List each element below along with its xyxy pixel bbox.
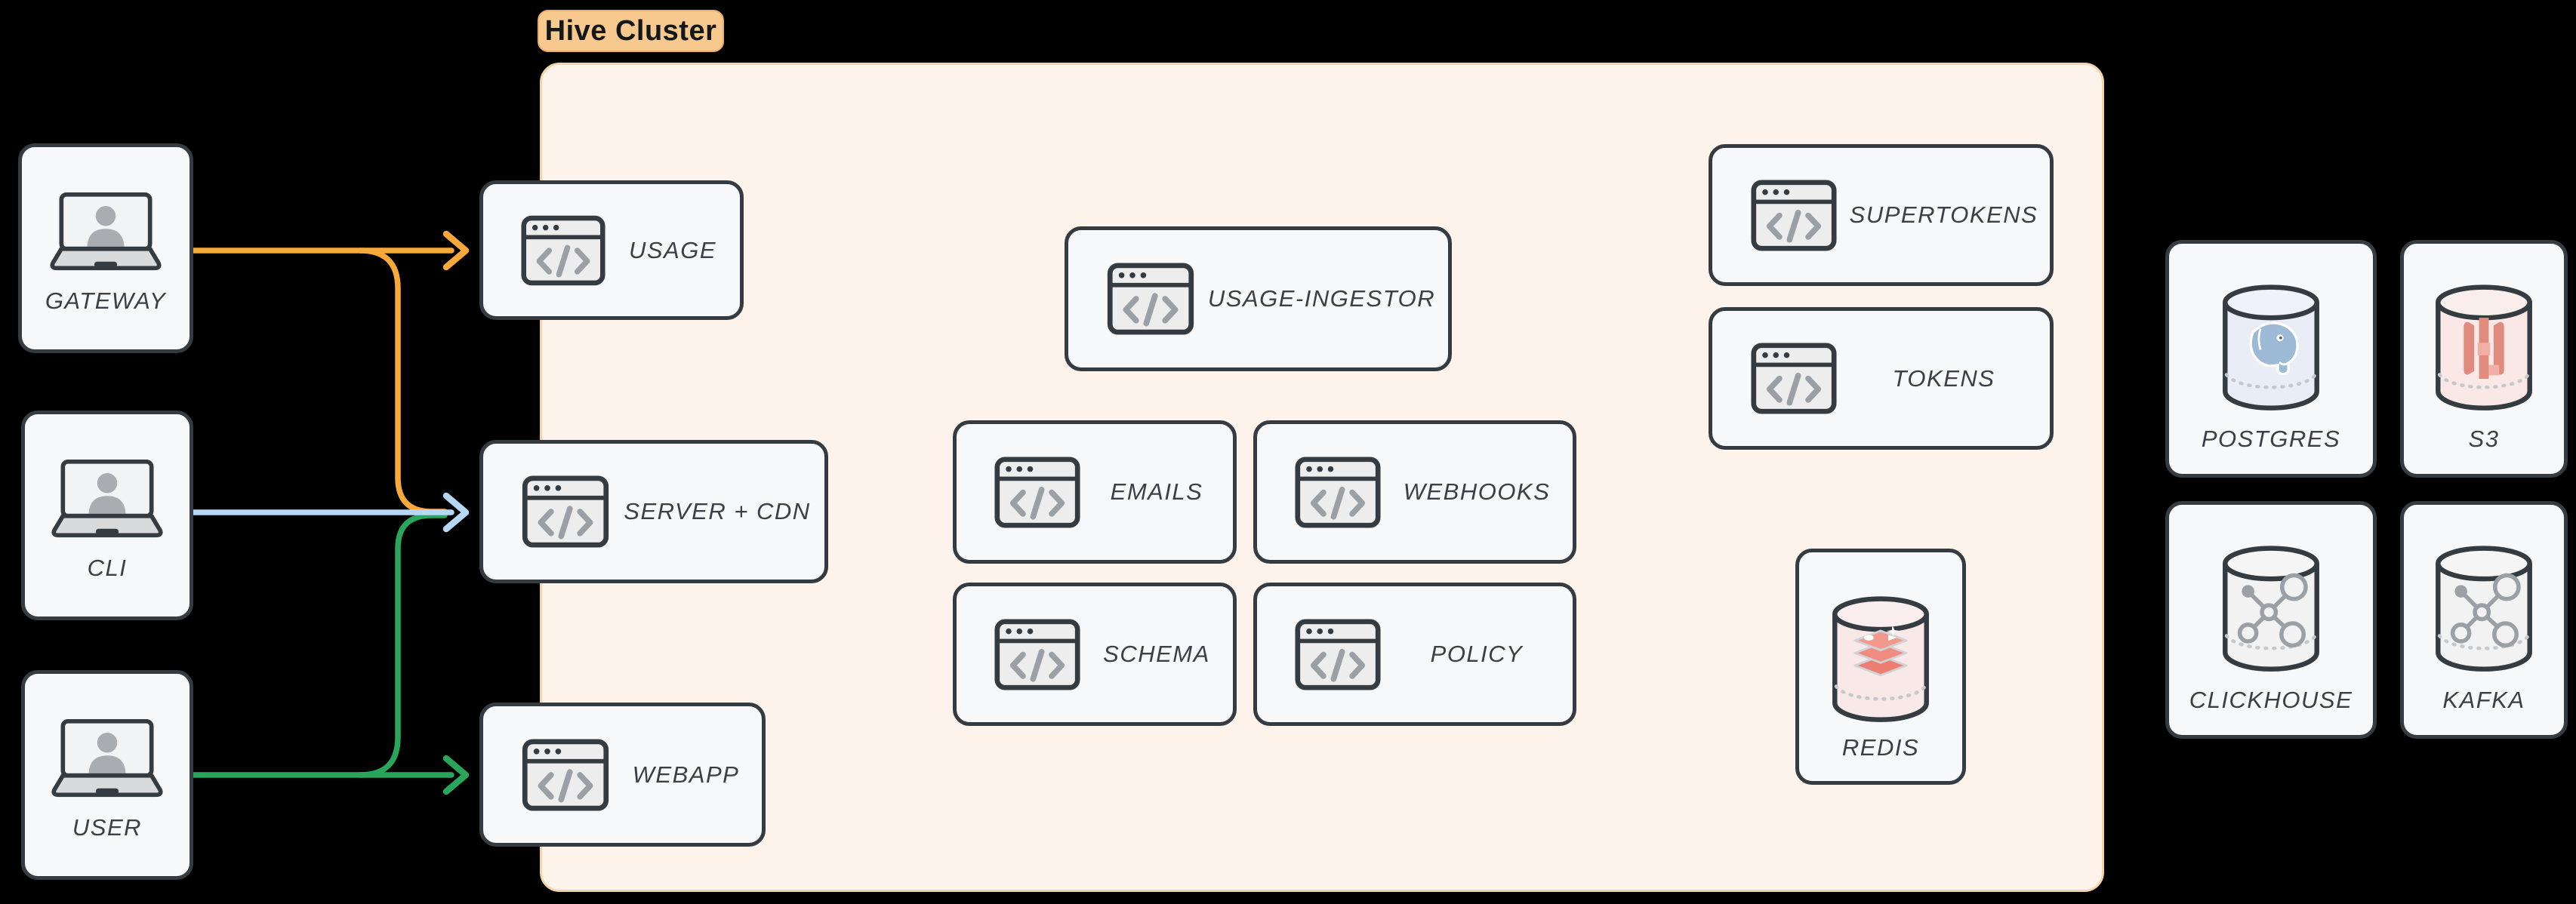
hive-cluster-badge: Hive Cluster <box>538 10 724 52</box>
hive-cluster-badge-label: Hive Cluster <box>544 14 717 47</box>
postgres-cylinder-icon <box>2223 284 2319 410</box>
datastore-label-s3: S3 <box>2468 426 2500 452</box>
service-label-emails: EMAILS <box>1110 478 1203 505</box>
client-label-gateway: GATEWAY <box>45 287 167 314</box>
code-window-icon <box>994 457 1080 528</box>
datastore-label-kafka: KAFKA <box>2442 687 2525 713</box>
arrow-gateway-to-server-cdn <box>357 248 448 515</box>
datastore-node-postgres: POSTGRES <box>2165 240 2377 478</box>
client-node-gateway: GATEWAY <box>18 143 193 353</box>
user-arrows <box>190 512 470 795</box>
laptop-user-icon <box>50 460 165 540</box>
service-node-tokens: TOKENS <box>1709 307 2054 450</box>
cli-arrows <box>190 492 470 533</box>
service-label-redis: REDIS <box>1841 734 1920 761</box>
s3-cylinder-icon <box>2436 284 2532 410</box>
arrow-user-to-server-cdn <box>357 512 448 778</box>
datastore-node-clickhouse: CLICKHOUSE <box>2165 501 2377 739</box>
service-node-supertokens: SUPERTOKENS <box>1709 144 2054 286</box>
service-node-emails: EMAILS <box>953 420 1237 564</box>
datastore-label-clickhouse: CLICKHOUSE <box>2189 687 2353 713</box>
service-label-server-cdn: SERVER + CDN <box>624 498 811 524</box>
service-node-server-cdn: SERVER + CDN <box>479 440 828 583</box>
client-label-user: USER <box>72 814 143 841</box>
arrowhead-server-cdn-icon <box>442 492 470 533</box>
datastore-node-s3: S3 <box>2400 240 2568 478</box>
code-window-icon <box>1750 180 1838 251</box>
service-node-webapp: WEBAPP <box>479 703 766 847</box>
service-label-webapp: WEBAPP <box>632 761 740 788</box>
service-label-usage-ingestor: USAGE-INGESTOR <box>1207 285 1436 312</box>
datastore-label-postgres: POSTGRES <box>2201 426 2341 452</box>
code-window-icon <box>521 215 605 286</box>
service-node-redis: REDIS <box>1795 549 1966 785</box>
service-label-policy: POLICY <box>1430 641 1524 667</box>
service-node-policy: POLICY <box>1253 583 1576 726</box>
code-window-icon <box>1295 619 1381 690</box>
code-window-icon <box>521 475 610 548</box>
laptop-user-icon <box>48 192 163 272</box>
client-label-cli: CLI <box>87 555 128 581</box>
client-node-cli: CLI <box>21 410 193 620</box>
service-label-usage: USAGE <box>628 236 717 263</box>
data-graph-cylinder-icon <box>2436 546 2532 672</box>
service-label-tokens: TOKENS <box>1892 364 1995 392</box>
datastore-node-kafka: KAFKA <box>2400 501 2568 739</box>
gateway-arrows <box>190 230 470 515</box>
service-label-schema: SCHEMA <box>1103 641 1210 667</box>
redis-cylinder-icon <box>1832 596 1929 722</box>
code-window-icon <box>521 739 610 811</box>
code-window-icon <box>1295 457 1381 528</box>
service-node-usage-ingestor: USAGE-INGESTOR <box>1065 226 1452 371</box>
service-label-webhooks: WEBHOOKS <box>1403 478 1551 505</box>
code-window-icon <box>1750 343 1838 414</box>
laptop-user-icon <box>50 719 165 799</box>
service-node-schema: SCHEMA <box>953 583 1237 726</box>
arrowhead-webapp-icon <box>442 755 470 795</box>
code-window-icon <box>994 619 1080 690</box>
service-node-webhooks: WEBHOOKS <box>1253 420 1576 564</box>
service-label-supertokens: SUPERTOKENS <box>1849 201 2038 228</box>
data-graph-cylinder-icon <box>2223 546 2319 672</box>
service-node-usage: USAGE <box>479 180 744 320</box>
client-node-user: USER <box>21 670 193 880</box>
arrowhead-usage-icon <box>442 230 470 271</box>
code-window-icon <box>1106 263 1195 335</box>
